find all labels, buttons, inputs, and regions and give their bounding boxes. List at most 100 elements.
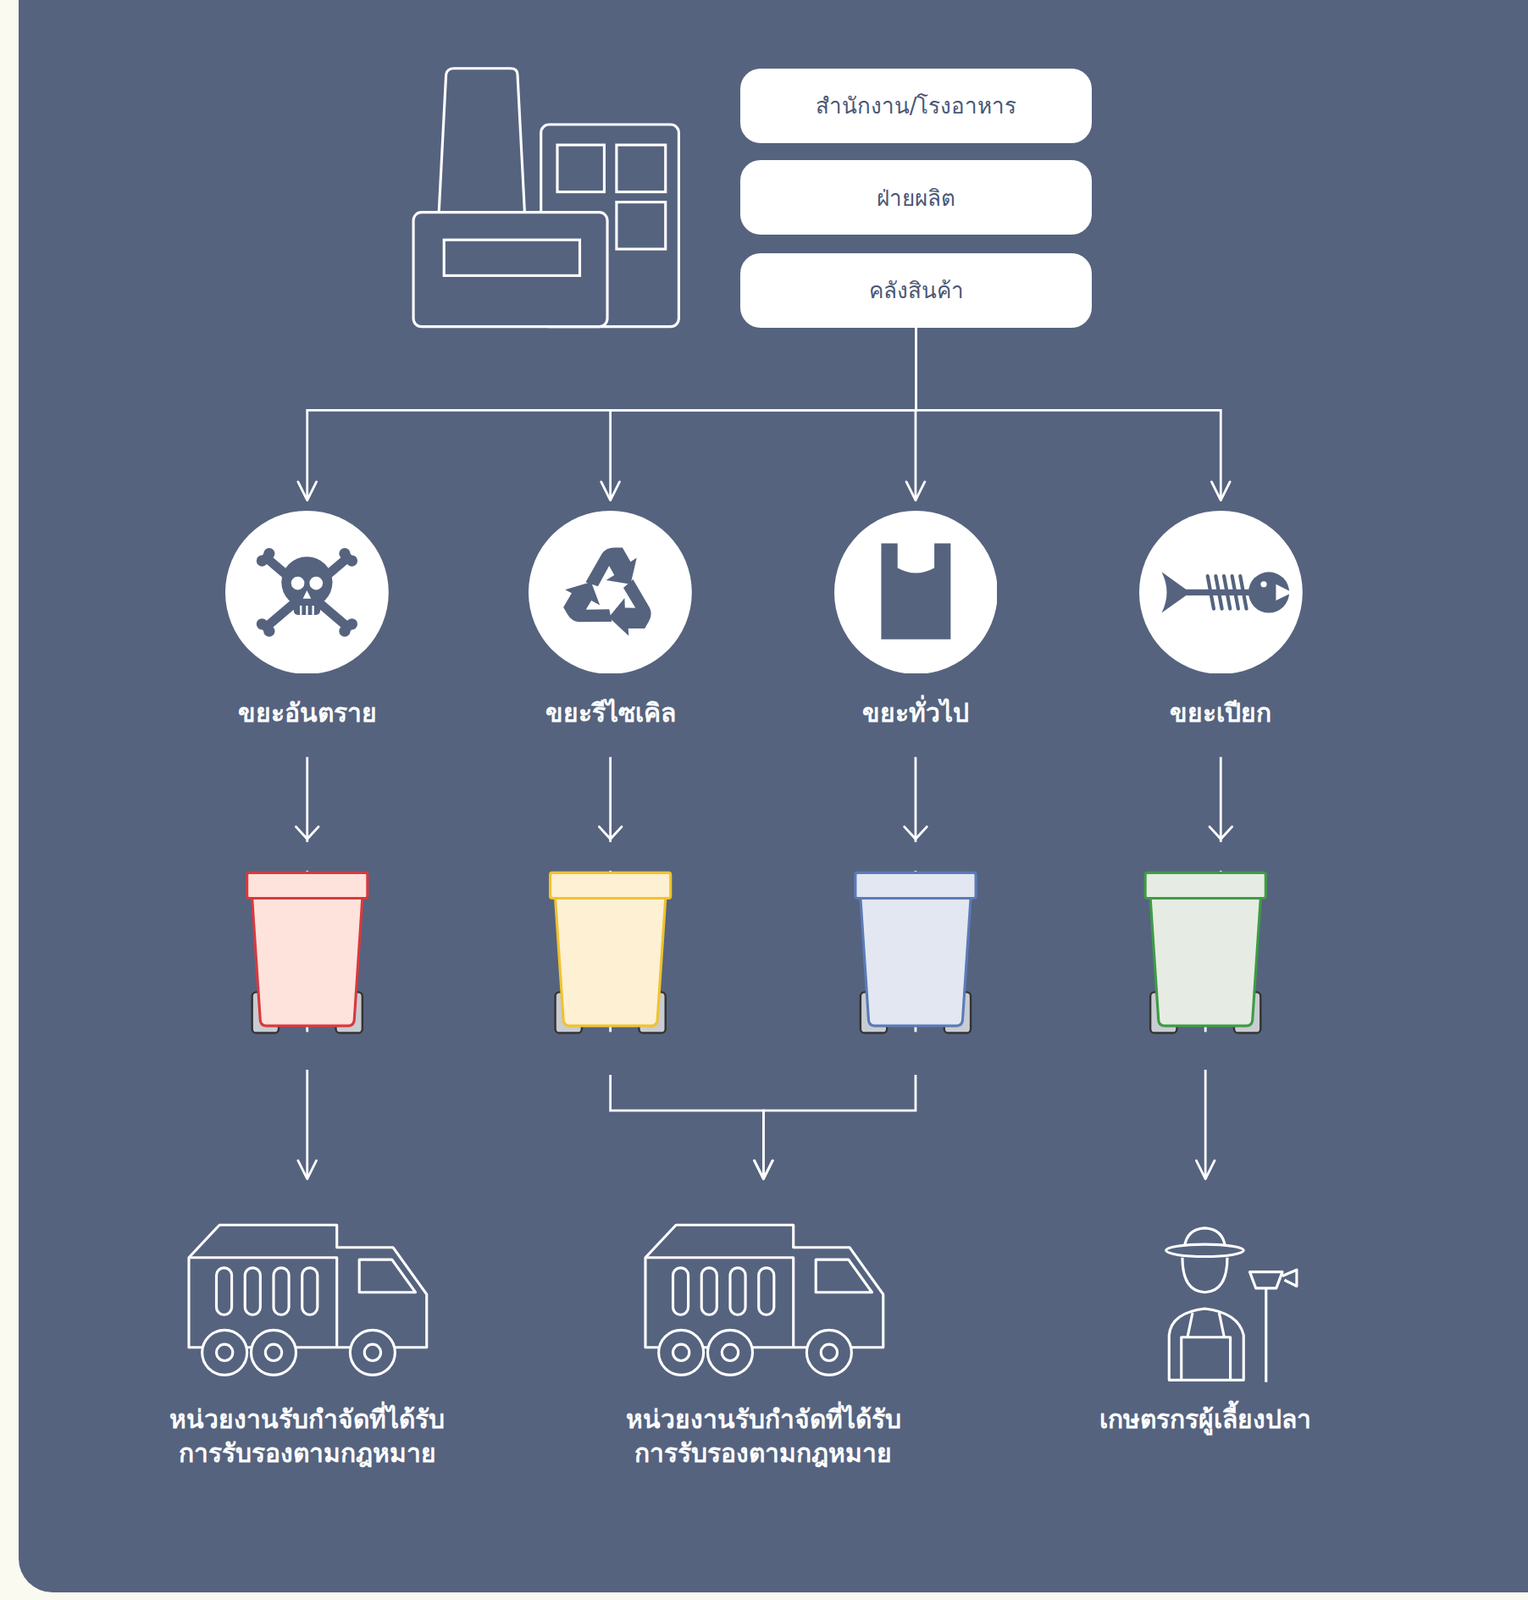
drawing-part [556,575,616,639]
flow-arrow [916,327,1222,501]
bin-body [252,897,363,1026]
factory-icon [413,68,679,327]
drawing-part [815,1259,872,1293]
department-name: คลังสินค้า [869,272,964,308]
drawing-part [247,826,1267,1075]
waste-type-label: ขยะเปียก [1103,696,1339,731]
drawing-part [349,1329,395,1375]
drawing-part [302,1267,318,1315]
drawing-part [1275,583,1292,600]
connectors [307,327,1222,1180]
line-gap [601,1031,621,1075]
drawing-part [263,548,275,560]
drawing-part [1232,575,1239,609]
drawing-part [244,1267,261,1315]
drawing-part [707,1329,753,1375]
drawing-part [339,625,351,637]
waste-bin [1145,826,1266,1070]
waste-type-node: ขยะทั่วไป [797,510,1033,731]
drawing-part [721,1344,738,1361]
flow-arrow [610,327,917,501]
drawing-part [291,575,305,590]
drawing-part [1249,1272,1283,1289]
drawing-part [438,68,525,213]
drawing-part [730,1267,746,1315]
waste-type-node: ขยะรีไซเคิล [492,510,728,731]
farmer-icon [1073,1184,1339,1389]
arrow-head [904,826,928,839]
department-name: สำนักงาน/โรงอาหาร [815,88,1018,123]
bin-lid [247,872,368,898]
waste-icon [528,510,693,675]
drawing-part [413,212,608,327]
truck-icon [154,1184,461,1389]
drawing-part [528,510,693,675]
line-gap [601,841,621,871]
arrow-head [598,826,622,839]
drawing-part [303,590,312,599]
destination-node: เกษตรกรผู้เลี้ยงปลา [1073,1184,1339,1437]
drawing-part [557,144,604,192]
crossbones [256,548,358,637]
destination-node: หน่วยงานรับกำจัดที่ได้รับ การรับรองตามกฎ… [154,1184,461,1472]
waste-type-label: ขยะรีไซเคิล [492,696,728,731]
line-gap [1195,1031,1215,1070]
drawing-part [1264,1288,1268,1383]
drawing-part [880,542,951,639]
department-box: ฝ่ายผลิต [740,160,1093,235]
drawing-part [299,605,302,615]
drawing-part [364,1344,381,1361]
line-gap [298,841,317,871]
arrow-head [1209,826,1233,839]
waste-type-node: ขยะเปียก [1103,510,1339,731]
drawing-part [672,1267,688,1315]
drawing-part [1207,575,1214,609]
drawing-part [1282,1269,1297,1286]
waste-icon [225,510,389,675]
drawing-part [556,575,616,639]
line-gap [1211,841,1230,871]
destination-label: หน่วยงานรับกำจัดที่ได้รับ การรับรองตามกฎ… [154,1402,461,1472]
drawing-part [188,1224,427,1375]
department-box: สำนักงาน/โรงอาหาร [740,68,1093,144]
drawing-part [310,575,324,590]
drawing-part [603,576,664,641]
drawing-part [834,510,998,675]
waste-type-label: ขยะอันตราย [189,696,425,731]
drawing-part [273,1267,289,1315]
drawing-part [359,1259,416,1293]
bin-lid [550,872,671,898]
line-gap [298,1031,317,1070]
drawing-part [645,1224,884,1375]
bin-lid [855,872,976,898]
truck-icon [610,1184,918,1389]
drawing-part [645,1224,884,1375]
bin-lid [1145,872,1266,898]
drawing-part [215,1344,233,1361]
drawing-part [265,1344,282,1361]
panel [18,0,1528,1593]
department-box: คลังสินค้า [740,253,1093,328]
bin-body [555,897,666,1026]
waste-icon [1139,510,1303,675]
drawing-part [1240,575,1246,609]
waste-bin [855,826,976,1075]
drawing-part [672,1344,689,1361]
drawing-part [250,1329,296,1375]
waste-icon [834,510,998,675]
drawing-part [202,1329,248,1375]
waste-type-label: ขยะทั่วไป [797,696,1033,731]
drawing-part [215,1267,232,1315]
drawing-part [1168,1308,1244,1380]
drawing-part [586,547,637,587]
drawing-part [312,605,315,615]
drawing-part [1161,571,1292,613]
drawing-part [820,1344,837,1361]
drawing-part [603,576,664,641]
drawing-part [556,547,664,641]
drawing-part [1165,1228,1296,1383]
drawing-part [188,1224,427,1375]
drawing-part [1180,1312,1230,1381]
